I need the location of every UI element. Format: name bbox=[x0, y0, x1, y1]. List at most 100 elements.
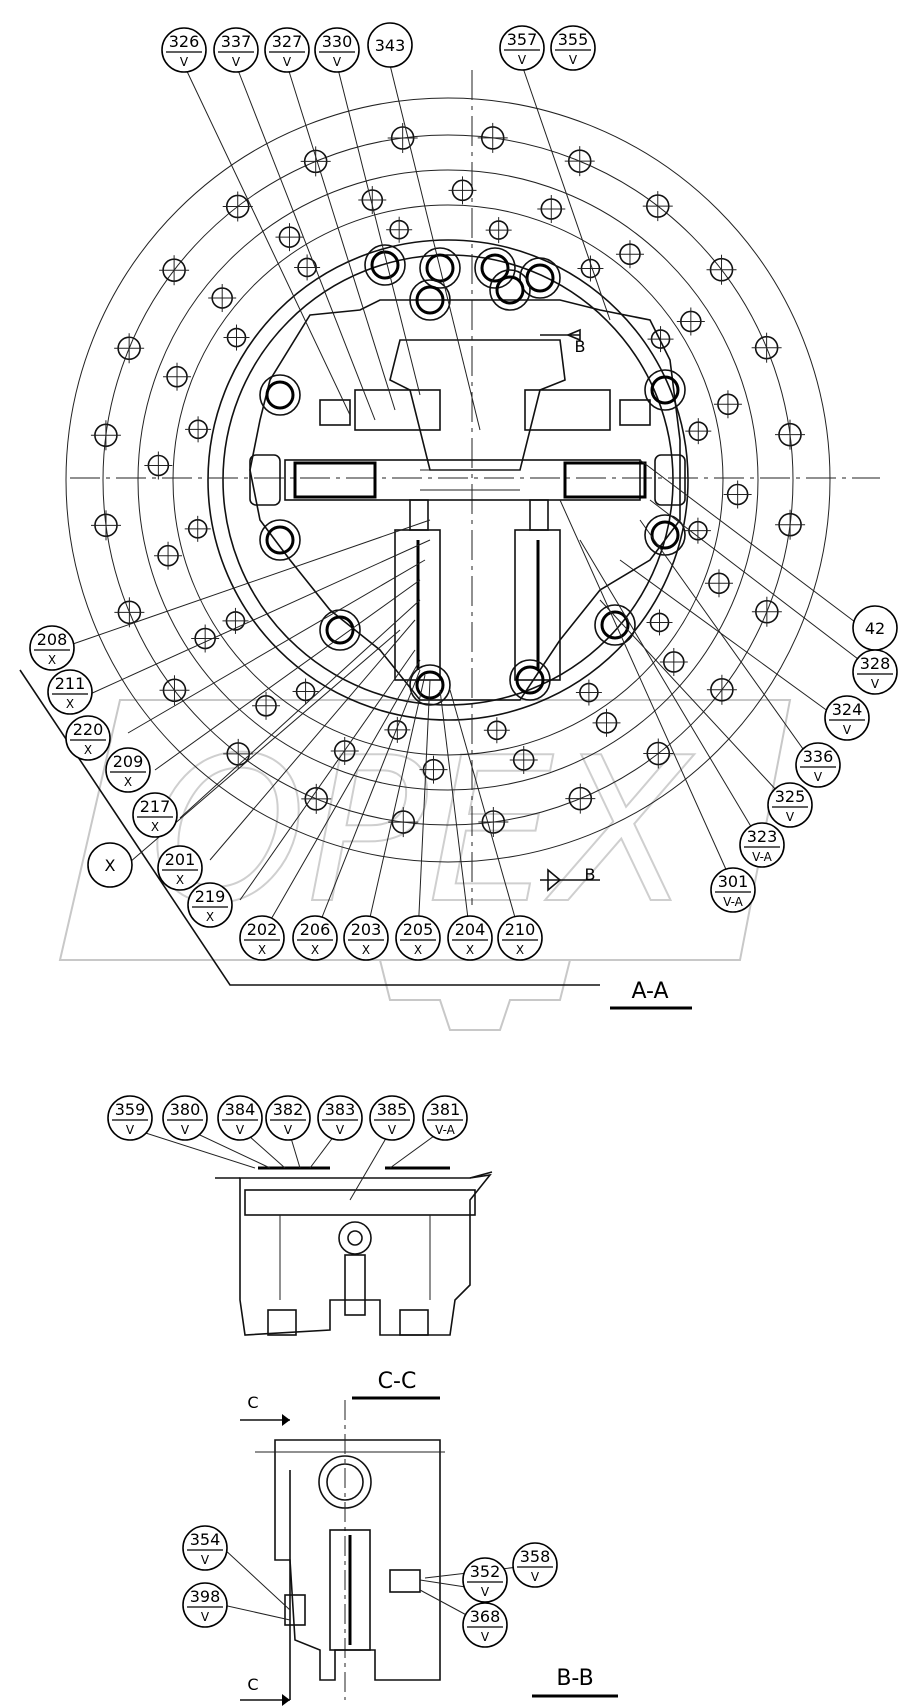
callout-sub: V bbox=[284, 1123, 293, 1137]
callout-aa-42: 42 bbox=[852, 605, 898, 651]
callout-sub: X bbox=[466, 943, 474, 957]
callout-number: 326 bbox=[169, 32, 200, 51]
callout-sub: V-A bbox=[752, 850, 773, 864]
callout-sub: V-A bbox=[723, 895, 744, 909]
callout-number: 327 bbox=[272, 32, 303, 51]
callout-sub: V bbox=[126, 1123, 135, 1137]
callout-sub: V bbox=[333, 55, 342, 69]
callout-number: 211 bbox=[55, 674, 86, 693]
callout-aa-343: 343 bbox=[367, 22, 413, 68]
callout-number: 217 bbox=[140, 797, 171, 816]
view-cc-title-text: C-C bbox=[378, 1369, 417, 1394]
callout-number: 398 bbox=[190, 1587, 221, 1606]
view-bb-title-text: B-B bbox=[556, 1666, 593, 1691]
callout-number: 380 bbox=[170, 1100, 201, 1119]
callout-number: 42 bbox=[865, 619, 885, 638]
callout-number: 205 bbox=[403, 920, 434, 939]
callout-number: 301 bbox=[718, 872, 749, 891]
callout-sub: X bbox=[362, 943, 370, 957]
callout-sub: V bbox=[388, 1123, 397, 1137]
callout-sub: V-A bbox=[435, 1123, 456, 1137]
callout-number: 220 bbox=[73, 720, 104, 739]
callout-sub: V bbox=[283, 55, 292, 69]
callout-sub: V bbox=[181, 1123, 190, 1137]
section-mark-c-lower: C bbox=[247, 1675, 258, 1694]
callout-sub: X bbox=[311, 943, 319, 957]
view-aa-title-text: A-A bbox=[631, 979, 668, 1004]
callout-sub: V bbox=[814, 770, 823, 784]
callout-number: 384 bbox=[225, 1100, 256, 1119]
callout-sub: X bbox=[124, 775, 132, 789]
callout-sub: V bbox=[871, 677, 880, 691]
callout-number: 219 bbox=[195, 887, 226, 906]
callout-sub: V bbox=[180, 55, 189, 69]
view-cc-drawing bbox=[215, 1166, 493, 1336]
callout-number: 203 bbox=[351, 920, 382, 939]
callout-sub: X bbox=[151, 820, 159, 834]
callout-number: 206 bbox=[300, 920, 331, 939]
section-mark-b-upper: B bbox=[575, 337, 586, 356]
callout-number: 381 bbox=[430, 1100, 461, 1119]
callout-sub: X bbox=[48, 653, 56, 667]
callout-sub: X bbox=[176, 873, 184, 887]
callout-sub: V bbox=[843, 723, 852, 737]
callout-number: 354 bbox=[190, 1530, 221, 1549]
callout-number: 336 bbox=[803, 747, 834, 766]
callout-sub: X bbox=[414, 943, 422, 957]
callout-number: 324 bbox=[832, 700, 863, 719]
callout-number: 201 bbox=[165, 850, 196, 869]
callout-sub: V bbox=[232, 55, 241, 69]
callout-number: 204 bbox=[455, 920, 486, 939]
callout-sub: V bbox=[481, 1630, 490, 1644]
callout-number: 359 bbox=[115, 1100, 146, 1119]
callout-number: 210 bbox=[505, 920, 536, 939]
callout-number: 343 bbox=[375, 36, 406, 55]
callout-aa-x: X bbox=[87, 842, 133, 888]
callout-number: 385 bbox=[377, 1100, 408, 1119]
callout-sub: V bbox=[201, 1610, 210, 1624]
callout-sub: V bbox=[531, 1570, 540, 1584]
watermark-text: OPEX bbox=[149, 715, 694, 948]
view-bb-drawing bbox=[240, 1400, 445, 1706]
callout-number: 382 bbox=[273, 1100, 304, 1119]
callout-sub: V bbox=[201, 1553, 210, 1567]
callout-sub: X bbox=[258, 943, 266, 957]
callout-number: 357 bbox=[507, 30, 538, 49]
callout-number: 337 bbox=[221, 32, 252, 51]
callout-number: 323 bbox=[747, 827, 778, 846]
callout-sub: X bbox=[84, 743, 92, 757]
view-aa-title: A-A bbox=[610, 979, 692, 1010]
callout-number: 352 bbox=[470, 1562, 501, 1581]
callout-number: 330 bbox=[322, 32, 353, 51]
callout-sub: V bbox=[569, 53, 578, 67]
callout-number: 358 bbox=[520, 1547, 551, 1566]
callout-sub: V bbox=[336, 1123, 345, 1137]
callout-number: 328 bbox=[860, 654, 891, 673]
